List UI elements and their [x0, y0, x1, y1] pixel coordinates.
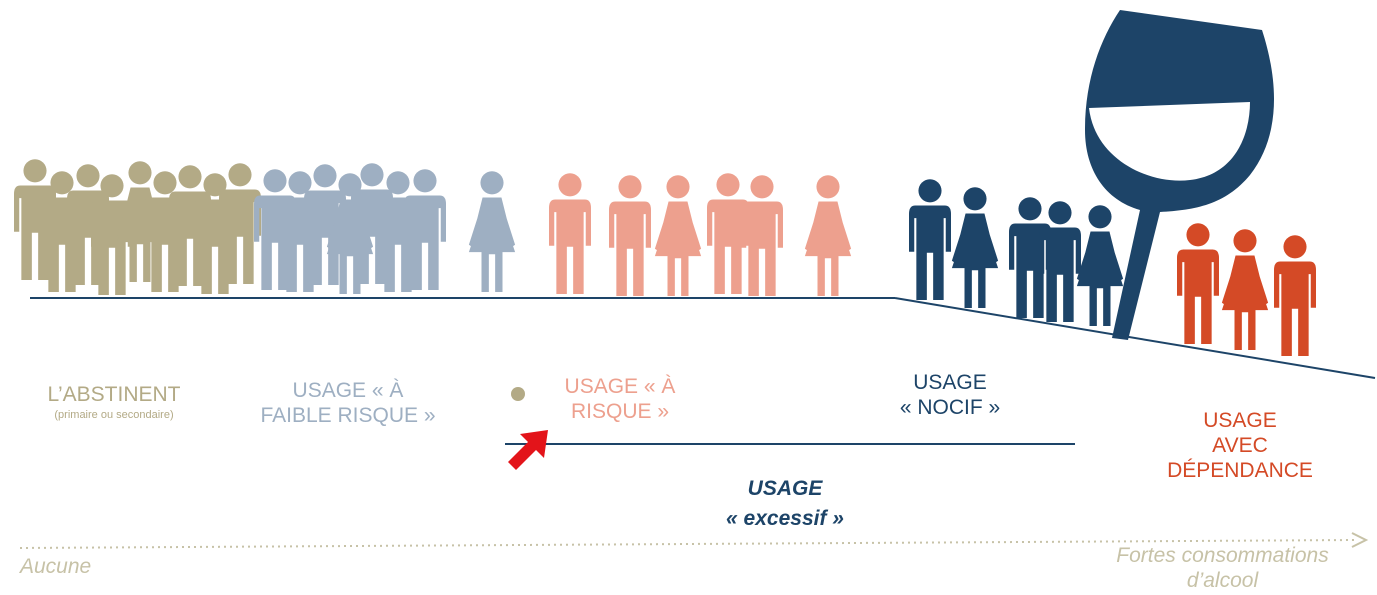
dependence-line2: AVEC	[1212, 434, 1268, 458]
person-icon	[804, 175, 852, 296]
person-icon	[144, 171, 186, 292]
dependence-line3: DÉPENDANCE	[1167, 459, 1313, 483]
axis-start-label: Aucune	[20, 555, 92, 578]
person-icon	[304, 164, 346, 285]
person-icon	[707, 173, 749, 294]
person-icon	[1009, 197, 1051, 318]
people-groups	[14, 159, 1316, 356]
at-risk-line2: RISQUE »	[570, 400, 670, 424]
low-risk-line2: FAIBLE RISQUE »	[260, 404, 436, 428]
excessive-line1: USAGE	[747, 477, 823, 500]
dot-icon	[511, 387, 525, 401]
dependence-line1: USAGE	[1203, 409, 1277, 432]
person-icon	[219, 163, 261, 284]
person-icon	[1177, 223, 1219, 344]
person-icon	[654, 175, 702, 296]
person-icon	[1221, 229, 1269, 350]
label-harmful: USAGE « NOCIF »	[860, 370, 1040, 420]
person-icon	[549, 173, 591, 294]
person-icon	[609, 175, 651, 296]
person-icon	[1039, 201, 1081, 322]
axis-end-line2: d’alcool	[1186, 569, 1259, 593]
abstinent-title: L’ABSTINENT	[47, 383, 181, 406]
baseline-slope	[894, 297, 1376, 379]
label-abstinent: L’ABSTINENT (primaire ou secondaire)	[14, 382, 214, 422]
person-icon	[194, 173, 236, 294]
harmful-line1: USAGE	[913, 371, 987, 394]
abstinent-subtitle: (primaire ou secondaire)	[54, 409, 174, 422]
person-icon	[468, 171, 516, 292]
axis-end-label: Fortes consommations d’alcool	[1080, 543, 1365, 593]
low-risk-line1: USAGE « À	[292, 379, 404, 402]
person-icon	[351, 163, 393, 284]
axis-end-line1: Fortes consommations	[1116, 544, 1329, 567]
label-low-risk: USAGE « À FAIBLE RISQUE »	[228, 378, 468, 428]
arrow-up-right-icon	[508, 430, 548, 470]
person-icon	[951, 187, 999, 308]
person-icon	[254, 169, 296, 290]
label-at-risk: USAGE « À RISQUE »	[530, 374, 710, 424]
consumption-axis	[19, 539, 1356, 549]
person-icon	[41, 171, 83, 292]
harmful-line2: « NOCIF »	[899, 396, 1001, 420]
wine-glass-icon	[1085, 10, 1275, 340]
label-dependence: USAGE AVEC DÉPENDANCE	[1130, 408, 1350, 484]
person-icon	[1076, 205, 1124, 326]
person-icon	[741, 175, 783, 296]
at-risk-line1: USAGE « À	[564, 375, 676, 398]
person-icon	[169, 165, 211, 286]
person-icon	[279, 171, 321, 292]
person-icon	[909, 179, 951, 300]
label-excessive: USAGE « excessif »	[690, 474, 880, 535]
axis-arrowhead	[1351, 532, 1369, 548]
person-icon	[404, 169, 446, 290]
excessive-line2: « excessif »	[726, 507, 844, 531]
person-icon	[1274, 235, 1316, 356]
